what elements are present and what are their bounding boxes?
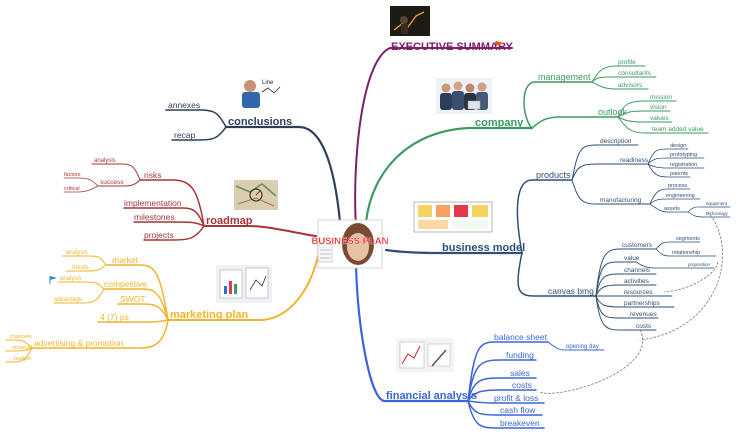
- success-critical[interactable]: critical: [64, 186, 80, 192]
- center-node[interactable]: BUSINESS PLAN: [311, 219, 389, 269]
- readiness-design[interactable]: design: [670, 143, 686, 149]
- canvas-revenues[interactable]: revenues: [630, 311, 657, 318]
- products-description[interactable]: description: [600, 138, 632, 145]
- outlook-values[interactable]: values: [650, 115, 670, 122]
- conclusions-recap[interactable]: recap: [174, 130, 196, 140]
- roadmap-connector: [203, 225, 317, 237]
- roadmap-risks[interactable]: risks: [144, 170, 161, 180]
- marketing-advertising-promotion[interactable]: advertising & promotion: [34, 338, 124, 348]
- business-products[interactable]: products: [536, 170, 571, 180]
- readiness-patents[interactable]: patents: [670, 171, 688, 177]
- canvas-activities[interactable]: activities: [624, 278, 650, 285]
- executive-summary-connector: [354, 47, 513, 229]
- customers-segments[interactable]: segments: [676, 236, 700, 242]
- roadmap-projects[interactable]: projects: [144, 230, 174, 240]
- branch-marketing-plan[interactable]: marketing plan: [170, 309, 249, 321]
- market-analysis[interactable]: analysis: [66, 250, 88, 256]
- competitive-advantage[interactable]: advantage: [54, 297, 83, 303]
- assets-technology[interactable]: technology: [706, 211, 729, 216]
- canvas-resources[interactable]: resources: [624, 289, 653, 296]
- conclusions-annexes[interactable]: annexes: [168, 100, 200, 110]
- outlook-vision[interactable]: vision: [650, 104, 667, 111]
- financial-breakeven[interactable]: breakeven: [500, 418, 540, 428]
- company-management[interactable]: management: [538, 72, 591, 82]
- roadmap-implementation[interactable]: implementation: [124, 198, 182, 208]
- business-model-connector: [384, 248, 524, 255]
- flag-icon: [49, 276, 57, 284]
- customers-relationship[interactable]: relationship: [672, 250, 700, 256]
- advertising-budget[interactable]: budget: [14, 356, 31, 362]
- link-canvas-costs-to-financial-costs: [539, 329, 643, 394]
- management-consultants[interactable]: consultants: [618, 70, 652, 77]
- conclusions-person-image: Line: [236, 76, 286, 108]
- marketing-market[interactable]: market: [112, 255, 139, 265]
- outlook-team-added-value[interactable]: team added value: [652, 126, 704, 133]
- manufacturing-engineering[interactable]: engineering: [666, 193, 695, 199]
- company-team-image: [436, 78, 492, 114]
- business-canvas-bmg[interactable]: canvas bmg: [548, 286, 594, 296]
- marketing-documents-image: [216, 265, 272, 303]
- company-connector: [364, 126, 534, 224]
- market-trends[interactable]: trends: [72, 265, 89, 271]
- outlook-mission[interactable]: mission: [650, 94, 672, 101]
- branch-financial-analysis[interactable]: financial analysis: [386, 390, 477, 402]
- manufacturing-process[interactable]: process: [668, 183, 688, 189]
- branch-company[interactable]: company: [475, 117, 524, 129]
- center-label: BUSINESS PLAN: [311, 236, 388, 247]
- canvas-costs[interactable]: costs: [636, 323, 652, 330]
- financial-profit-loss[interactable]: profit & loss: [494, 393, 538, 403]
- balance-opening-day[interactable]: opening day: [566, 344, 599, 350]
- branch-executive-summary[interactable]: EXECUTIVE SUMMARY: [391, 41, 513, 53]
- roadmap-milestones[interactable]: milestones: [134, 212, 175, 222]
- financial-charts-image: [396, 338, 454, 372]
- success-factors[interactable]: factors: [64, 172, 81, 178]
- branch-roadmap[interactable]: roadmap: [206, 215, 253, 227]
- financial-balance-sheet[interactable]: balance sheet: [494, 332, 548, 342]
- branch-conclusions[interactable]: conclusions: [228, 116, 292, 128]
- financial-cash-flow[interactable]: cash flow: [500, 405, 536, 415]
- executive-summary-image: [390, 6, 430, 36]
- marketing-4-7-ps[interactable]: 4 (7) ps: [100, 312, 129, 322]
- business-model-canvas-image: [413, 201, 493, 233]
- company-outlook[interactable]: outlook: [598, 107, 628, 117]
- readiness-registration[interactable]: registration: [670, 162, 697, 168]
- marketing-swot[interactable]: SWOT: [120, 294, 146, 304]
- roadmap-map-image: [234, 180, 278, 210]
- management-advisors[interactable]: advisors: [618, 82, 643, 89]
- link-technology-to-costs: [639, 211, 723, 341]
- management-profile[interactable]: profile: [618, 59, 636, 66]
- link-proposition-to-resources: [663, 261, 719, 293]
- products-readiness[interactable]: readiness: [620, 157, 649, 164]
- advertising-strategy[interactable]: strategy: [12, 345, 32, 351]
- products-manufacturing[interactable]: manufacturing: [600, 197, 642, 204]
- value-proposition[interactable]: proposition: [688, 262, 711, 267]
- risks-analysis[interactable]: analysis: [94, 158, 116, 164]
- competitive-analysis[interactable]: analysis: [60, 276, 82, 282]
- advertising-channels[interactable]: channels: [10, 334, 32, 340]
- marketing-plan-connector: [167, 255, 319, 321]
- flag-icon: [495, 41, 504, 50]
- branch-business-model[interactable]: business model: [442, 242, 525, 254]
- financial-costs[interactable]: costs: [512, 380, 532, 390]
- canvas-partnerships[interactable]: partnerships: [624, 300, 661, 307]
- canvas-customers[interactable]: customers: [622, 242, 653, 249]
- svg-text:Line: Line: [262, 80, 274, 86]
- financial-sales[interactable]: sales: [510, 368, 530, 378]
- conclusions-connector: [224, 125, 342, 224]
- risks-success[interactable]: success: [100, 179, 124, 186]
- financial-funding[interactable]: funding: [506, 350, 534, 360]
- readiness-prototyping[interactable]: prototyping: [670, 152, 697, 158]
- marketing-competitive[interactable]: competitive: [104, 279, 147, 289]
- financial-analysis-connector: [354, 264, 470, 403]
- assets-equipment[interactable]: equipment: [706, 201, 728, 206]
- canvas-channels[interactable]: channels: [624, 267, 651, 274]
- manufacturing-assets[interactable]: assets: [664, 206, 680, 212]
- canvas-value[interactable]: value: [624, 255, 640, 262]
